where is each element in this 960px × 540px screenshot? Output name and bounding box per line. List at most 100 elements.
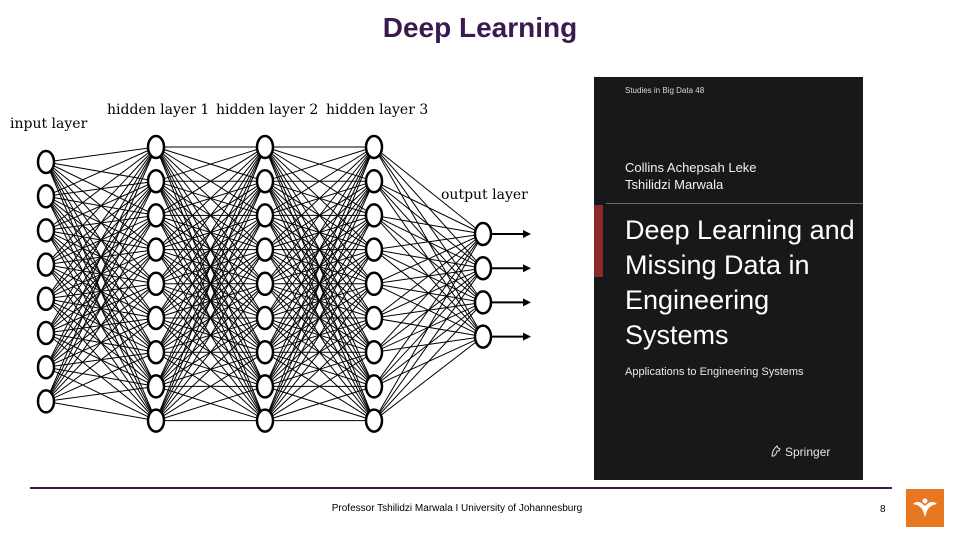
neuron-node — [364, 374, 384, 399]
university-logo — [906, 489, 944, 527]
connection — [155, 351, 266, 422]
connection — [264, 146, 375, 353]
connection — [155, 180, 266, 421]
hidden-layer-2-label: hidden layer 2 — [216, 102, 318, 118]
connection — [155, 146, 266, 319]
neuron-node — [473, 221, 493, 247]
connection — [45, 146, 157, 300]
connection — [264, 317, 375, 421]
arrow-head — [523, 332, 531, 341]
connection — [373, 336, 484, 421]
neuron-node — [364, 203, 384, 228]
network-nodes — [36, 134, 493, 433]
connection — [264, 146, 375, 319]
neuron-node — [364, 168, 384, 194]
book-authors: Collins Achepsah Leke Tshilidzi Marwala — [625, 159, 757, 193]
neuron-node — [255, 305, 275, 331]
connection — [373, 180, 484, 235]
connection — [155, 146, 266, 250]
neural-network-diagram: input layer hidden layer 1 hidden layer … — [10, 102, 531, 433]
connection — [264, 146, 375, 387]
neuron-node — [364, 305, 384, 331]
connection — [45, 146, 157, 197]
arrow-head — [523, 264, 531, 273]
book-cover: Studies in Big Data 48 Collins Achepsah … — [594, 77, 863, 480]
connection — [155, 146, 266, 182]
hidden-layer-1-label: hidden layer 1 — [107, 102, 209, 118]
neuron-node — [364, 134, 384, 160]
neuron-node — [364, 271, 384, 297]
connection — [155, 283, 266, 421]
footer-text: Professor Tshilidzi Marwala I University… — [331, 503, 583, 514]
cover-accent-bar — [594, 205, 603, 277]
neuron-node — [364, 408, 384, 433]
connection — [155, 146, 266, 387]
connection — [264, 146, 375, 250]
neuron-node — [473, 324, 493, 349]
neuron-node — [36, 354, 56, 380]
neuron-node — [146, 374, 166, 399]
connection — [264, 283, 375, 421]
connection — [264, 146, 375, 285]
connection — [373, 233, 484, 353]
connection — [45, 317, 157, 402]
connection — [45, 215, 157, 402]
neuron-node — [36, 320, 56, 346]
neuron-node — [146, 134, 166, 160]
connection — [264, 146, 375, 182]
neuron-node — [255, 134, 275, 160]
arrow-head — [523, 298, 531, 307]
book-series: Studies in Big Data 48 — [625, 86, 705, 95]
springer-horse-icon — [771, 445, 781, 457]
connection — [373, 233, 484, 251]
connection — [45, 146, 157, 231]
neuron-node — [146, 203, 166, 228]
book-publisher: Springer — [770, 445, 830, 459]
neuron-node — [146, 237, 166, 262]
arrow-head — [523, 230, 531, 238]
neuron-node — [36, 218, 56, 243]
network-connections — [45, 146, 484, 422]
book-author: Collins Achepsah Leke — [625, 160, 757, 175]
neuron-node — [36, 286, 56, 312]
connection — [155, 146, 266, 421]
connection — [45, 385, 157, 402]
connection — [45, 146, 157, 334]
connection — [45, 146, 157, 368]
neuron-node — [36, 183, 56, 209]
neuron-node — [255, 339, 275, 365]
connection — [45, 146, 157, 265]
neuron-node — [255, 168, 275, 194]
connection — [45, 146, 157, 163]
book-author: Tshilidzi Marwala — [625, 177, 724, 192]
hidden-layer-3-label: hidden layer 3 — [326, 102, 428, 118]
connection — [373, 267, 484, 421]
neuron-node — [473, 290, 493, 315]
neuron-node — [36, 252, 56, 277]
connection — [155, 317, 266, 421]
connection — [373, 233, 484, 319]
neuron-node — [146, 408, 166, 433]
slide-title: Deep Learning — [382, 12, 578, 43]
connection — [373, 233, 484, 285]
connection — [155, 146, 266, 353]
connection — [264, 385, 375, 422]
connection — [45, 146, 157, 402]
neuron-node — [364, 237, 384, 262]
cover-divider — [606, 203, 863, 204]
footer-divider — [30, 487, 892, 489]
university-emblem-icon — [913, 498, 937, 517]
neuron-node — [146, 305, 166, 331]
connection — [373, 233, 484, 387]
neuron-node — [255, 203, 275, 228]
connection — [45, 249, 157, 402]
connection — [45, 351, 157, 402]
neuron-node — [473, 255, 493, 281]
neuron-node — [36, 149, 56, 175]
connection — [373, 146, 484, 235]
neuron-node — [146, 339, 166, 365]
connection — [45, 283, 157, 402]
neuron-node — [146, 168, 166, 194]
connection — [264, 146, 375, 216]
connection — [155, 249, 266, 421]
